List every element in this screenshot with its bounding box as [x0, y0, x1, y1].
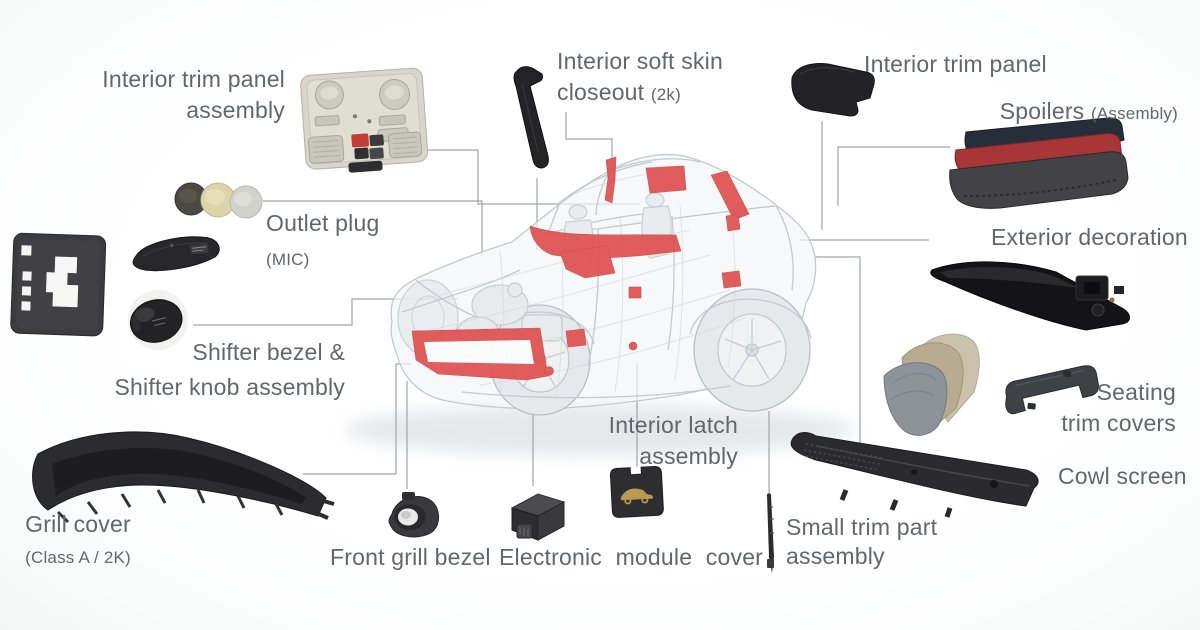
label-line: Seating: [1096, 379, 1176, 405]
label-line: Shifter knob assembly: [114, 374, 345, 400]
highlighted-parts: [411, 156, 750, 381]
overhead-console-part: [300, 67, 429, 173]
label-line: Electronic module cover: [499, 544, 764, 570]
label-exterior-decoration: Exterior decoration: [991, 222, 1188, 253]
roof-antenna-part: [766, 493, 774, 573]
label-line: Spoilers: [999, 98, 1085, 124]
spoiler-stack-part: [949, 117, 1129, 209]
soft-skin-closeout-part: [513, 66, 549, 169]
label-interior-trim-panel-assembly: Interior trim panel assembly: [95, 64, 285, 126]
car-wireframe: [390, 153, 817, 416]
label-interior-soft-skin-closeout: Interior soft skin closeout (2k): [557, 46, 723, 110]
label-line: Exterior decoration: [991, 224, 1188, 250]
console-lid-part: [132, 236, 220, 272]
outlet-plugs-part: [174, 182, 263, 219]
label-spoilers: Spoilers (Assembly): [1000, 96, 1178, 129]
car-shadow: [345, 404, 855, 456]
exterior-decoration-part: [930, 261, 1130, 331]
electronic-module-part: [510, 493, 566, 541]
front-grill-bezel-part: [388, 492, 439, 538]
label-sub: (Assembly): [1090, 104, 1178, 123]
label-sub: (MIC): [266, 250, 310, 269]
label-line: assembly: [786, 543, 885, 569]
cowl-screen-part: [790, 432, 1039, 518]
label-line: Shifter bezel &: [192, 339, 345, 365]
seat-trim-channel-part: [1005, 365, 1099, 415]
label-line: Cowl screen: [1058, 463, 1187, 489]
label-cowl-screen: Cowl screen: [1058, 461, 1187, 492]
label-front-grill-bezel: Front grill bezel: [330, 542, 491, 573]
label-line: Interior trim panel: [102, 66, 285, 92]
interior-latch-part: [610, 465, 664, 518]
shifter-bezel-plate-part: [10, 232, 107, 337]
label-line: closeout: [557, 79, 645, 105]
label-electronic-module-cover: Electronic module cover: [499, 542, 763, 573]
label-line: Front grill bezel: [330, 544, 491, 570]
label-interior-trim-panel: Interior trim panel: [864, 49, 1047, 80]
label-outlet-plug: Outlet plug (MIC): [266, 206, 379, 277]
label-seating-trim-covers: Seating trim covers: [1061, 377, 1176, 439]
label-grill-cover: Grill cover (Class A / 2K): [8, 509, 148, 573]
grill-cover-part: [32, 431, 335, 524]
label-sub: (Class A / 2K): [25, 548, 131, 567]
shifter-knob-part: [128, 290, 188, 350]
label-line: assembly: [639, 443, 738, 469]
label-line: Small trim part: [786, 514, 938, 540]
label-line: Outlet plug: [266, 210, 380, 236]
label-sub: (2k): [650, 85, 681, 104]
label-line: Interior soft skin: [557, 48, 723, 74]
label-interior-latch-assembly: Interior latch assembly: [609, 410, 738, 472]
label-line: assembly: [186, 97, 285, 123]
label-line: Grill cover: [25, 511, 131, 537]
label-shifter-bezel-knob-assembly: Shifter bezel & Shifter knob assembly: [115, 335, 345, 405]
label-small-trim-part-assembly: Small trim part assembly: [786, 513, 937, 571]
interior-trim-panel-part: [791, 63, 875, 117]
label-line: Interior trim panel: [864, 51, 1047, 77]
label-line: trim covers: [1061, 410, 1176, 436]
label-line: Interior latch: [608, 412, 738, 438]
seat-covers-part: [883, 333, 980, 436]
